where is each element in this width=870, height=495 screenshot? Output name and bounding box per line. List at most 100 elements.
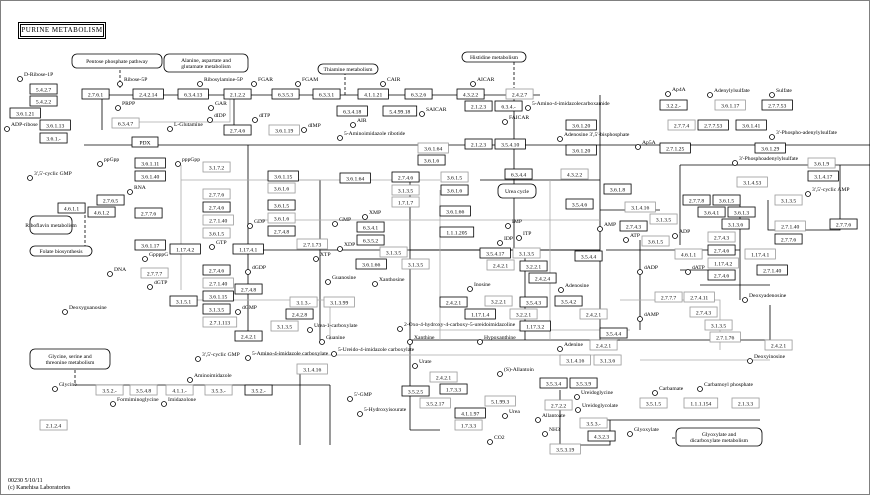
enzyme-box[interactable]: 3.6.1.13: [39, 119, 71, 131]
enzyme-box[interactable]: 3.1.3.5: [270, 320, 299, 332]
enzyme-box[interactable]: 1.17.4.2: [169, 243, 201, 255]
enzyme-box[interactable]: 2.1.2.4: [39, 419, 68, 431]
enzyme-box[interactable]: 2.7.4.6: [202, 201, 231, 213]
enzyme-box[interactable]: 4.6.1.1: [674, 248, 703, 260]
enzyme-box[interactable]: 3.1.3.5: [649, 213, 678, 225]
enzyme-box[interactable]: 3.5.4.17: [479, 247, 511, 259]
enzyme-box[interactable]: 3.6.1.20: [565, 144, 597, 156]
enzyme-box[interactable]: 3.6.1.9: [807, 157, 836, 169]
enzyme-box[interactable]: 2.7.1.40: [202, 277, 234, 289]
compound-node[interactable]: 5-Ureido-4-imidazole carboxylate: [331, 347, 415, 357]
compound-node[interactable]: AICAR: [470, 77, 495, 87]
enzyme-box[interactable]: 3.2.2.1: [519, 260, 548, 272]
compound-node[interactable]: Deoxyadenosine: [742, 293, 787, 303]
compound-node[interactable]: Hypoxanthine: [477, 335, 517, 345]
enzyme-box[interactable]: 2.7.4.6: [707, 244, 736, 256]
enzyme-box[interactable]: 3.6.1.41: [735, 119, 767, 131]
compound-node[interactable]: Urea: [502, 409, 521, 419]
compound-node[interactable]: dGDP: [245, 265, 267, 275]
compound-node[interactable]: SAICAR: [419, 107, 447, 117]
enzyme-box[interactable]: 2.7.7.6: [202, 188, 231, 200]
enzyme-box[interactable]: 6.3.3.1: [312, 88, 341, 100]
compound-node[interactable]: pppGpp: [175, 157, 201, 167]
enzyme-box[interactable]: 4.1.1.-: [165, 384, 194, 396]
compound-node[interactable]: AMP: [597, 222, 617, 232]
enzyme-box[interactable]: 3.6.1.15: [267, 170, 299, 182]
enzyme-box[interactable]: 4.6.1.1: [57, 202, 86, 214]
enzyme-box[interactable]: 3.6.1.5: [440, 171, 469, 183]
enzyme-box[interactable]: 2.7.7.4: [667, 119, 696, 131]
enzyme-box[interactable]: 2.7.2.2: [544, 399, 573, 411]
compound-node[interactable]: XDP: [337, 242, 356, 252]
enzyme-box[interactable]: 2.7.7.7: [140, 267, 169, 279]
compound-node[interactable]: Glycine: [52, 382, 78, 392]
enzyme-box[interactable]: 2.7.6.1: [81, 88, 110, 100]
compound-node[interactable]: GMP: [332, 217, 352, 227]
enzyme-box[interactable]: 3.1.4.16: [296, 363, 328, 375]
enzyme-box[interactable]: 3.2.2.-: [659, 99, 688, 111]
compound-node[interactable]: Guanine: [319, 335, 346, 345]
compound-node[interactable]: 3',5'-cyclic GMP: [195, 352, 240, 362]
compound-node[interactable]: FGAR: [251, 77, 274, 87]
compound-node[interactable]: DNA: [107, 267, 127, 277]
compound-node[interactable]: Ribose-5P: [117, 77, 148, 87]
compound-node[interactable]: L-Glutamine: [167, 122, 204, 132]
enzyme-box[interactable]: 3.6.1.29: [754, 142, 786, 154]
pathway-map-link[interactable]: Thiamine metabolism: [317, 63, 379, 75]
enzyme-box[interactable]: 4.1.1.97: [454, 407, 486, 419]
enzyme-box[interactable]: 1.17.4.2: [707, 257, 739, 269]
enzyme-box[interactable]: 2.7.1.25: [659, 142, 691, 154]
enzyme-box[interactable]: 3.6.1.6: [417, 154, 446, 166]
enzyme-box[interactable]: 3.6.1.20: [565, 119, 597, 131]
enzyme-box[interactable]: 3.1.3.5: [512, 247, 541, 259]
compound-node[interactable]: ADP-ribose: [4, 122, 39, 132]
enzyme-box[interactable]: 2.1.2.3: [464, 100, 493, 112]
enzyme-box[interactable]: 4.3.2.3: [587, 430, 616, 442]
enzyme-box[interactable]: 2.7.4.6: [707, 269, 736, 281]
enzyme-box[interactable]: 3.1.3.5: [401, 258, 430, 270]
enzyme-box[interactable]: 2.4.2.1: [486, 259, 515, 271]
enzyme-box[interactable]: 3.5.4.6: [565, 198, 594, 210]
compound-node[interactable]: Inosine: [467, 282, 491, 292]
compound-node[interactable]: GTP: [209, 240, 227, 250]
enzyme-box[interactable]: 6.3.5.2: [356, 234, 385, 246]
enzyme-box[interactable]: 3.5.1.5: [639, 397, 668, 409]
compound-node[interactable]: 3'-Phospho-adenylylsulfate: [769, 129, 838, 140]
compound-node[interactable]: dATP: [685, 265, 705, 275]
compound-node[interactable]: GDP: [247, 219, 266, 229]
enzyme-box[interactable]: 2.1.3.3: [731, 397, 760, 409]
compound-node[interactable]: 3'-Phosphoadenylylsulfate: [732, 155, 799, 166]
enzyme-box[interactable]: 2.7.1.73: [296, 238, 328, 250]
enzyme-box[interactable]: 3.1.3.5: [704, 319, 733, 331]
compound-node[interactable]: XMP: [362, 210, 382, 220]
enzyme-box[interactable]: 2.4.2.8: [285, 308, 314, 320]
enzyme-box[interactable]: 3.1.4.17: [807, 170, 839, 182]
compound-node[interactable]: GppppG: [142, 252, 169, 262]
enzyme-box[interactable]: 3.2.2.1: [484, 295, 513, 307]
compound-node[interactable]: 3',5'-cyclic AMP: [805, 187, 850, 197]
enzyme-box[interactable]: 3.1.3.6: [593, 354, 622, 366]
compound-node[interactable]: Ribosylamine-5P: [197, 77, 243, 87]
compound-node[interactable]: ITP: [516, 231, 532, 241]
enzyme-box[interactable]: 3.6.1.-: [39, 132, 68, 144]
compound-node[interactable]: Ureidoglycolate: [575, 403, 619, 413]
enzyme-box[interactable]: 2.7.7.6: [134, 207, 163, 219]
enzyme-box[interactable]: 3.6.1.40: [134, 170, 166, 182]
enzyme-box[interactable]: 2.7.1.40: [756, 264, 788, 276]
enzyme-box[interactable]: 6.3.4.18: [336, 105, 368, 117]
compound-node[interactable]: (S)-Allantoin: [497, 366, 535, 377]
enzyme-box[interactable]: 3.5.4.4: [574, 250, 603, 262]
compound-node[interactable]: dGMP: [235, 305, 257, 315]
enzyme-box[interactable]: 1.7.3.3: [454, 419, 483, 431]
enzyme-box[interactable]: 3.6.1.21: [9, 107, 41, 119]
enzyme-box[interactable]: 6.3.4.13: [177, 88, 209, 100]
compound-node[interactable]: FGAM: [295, 77, 319, 87]
enzyme-box[interactable]: 3.6.1.5: [641, 235, 670, 247]
pathway-map-link[interactable]: Pentose phosphate pathway: [71, 53, 163, 69]
enzyme-box[interactable]: 5.4.2.7: [29, 83, 58, 95]
compound-node[interactable]: XTP: [313, 252, 331, 262]
enzyme-box[interactable]: 3.6.1.5: [202, 227, 231, 239]
compound-node[interactable]: dITP: [252, 113, 271, 123]
compound-node[interactable]: dAMP: [637, 312, 659, 322]
